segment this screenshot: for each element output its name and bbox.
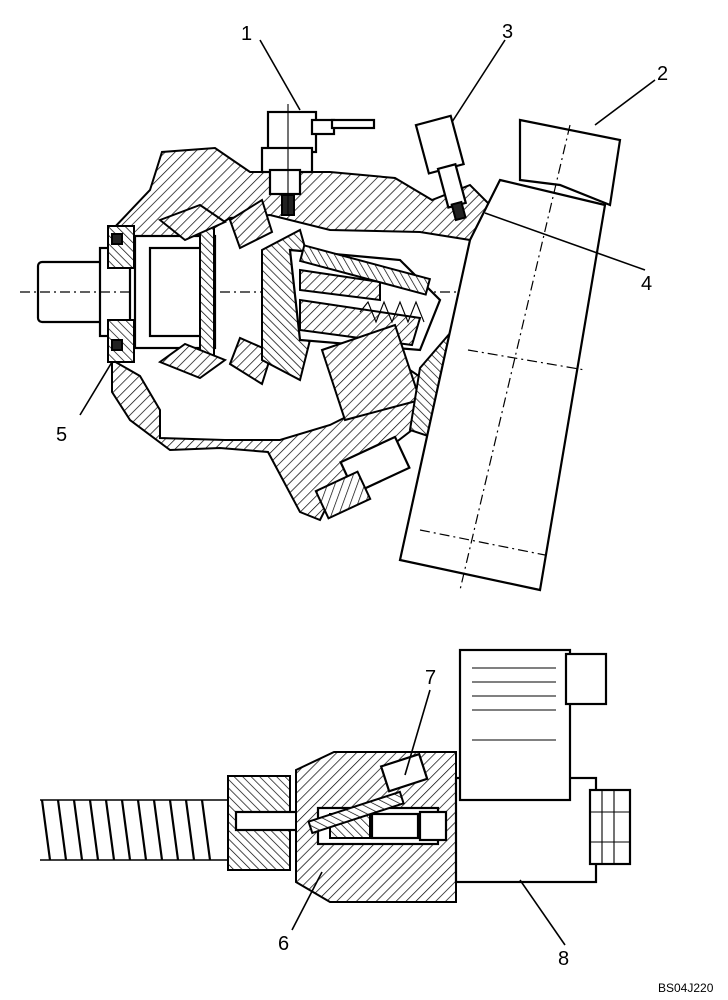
shaft-bearing (107, 225, 135, 269)
fitting-7 (307, 752, 429, 835)
callout-1: 1 (241, 23, 252, 45)
top-sensor-1 (260, 104, 376, 216)
callout-2: 2 (657, 63, 668, 85)
callout-7: 7 (425, 667, 436, 689)
callout-6: 6 (278, 933, 289, 955)
coil-spring (40, 799, 228, 861)
electrical-connector (458, 648, 608, 802)
motor-assembly (20, 104, 622, 592)
callout-4: 4 (641, 273, 652, 295)
callout-8: 8 (558, 948, 569, 970)
solenoid-valve-assembly (40, 648, 632, 903)
angled-sensor-3 (414, 114, 468, 222)
callout-5: 5 (56, 424, 67, 446)
control-housing-2 (398, 118, 622, 592)
figure-reference-code: BS04J220 (658, 981, 714, 995)
callout-3: 3 (502, 21, 513, 43)
leader-lines (79, 39, 656, 946)
